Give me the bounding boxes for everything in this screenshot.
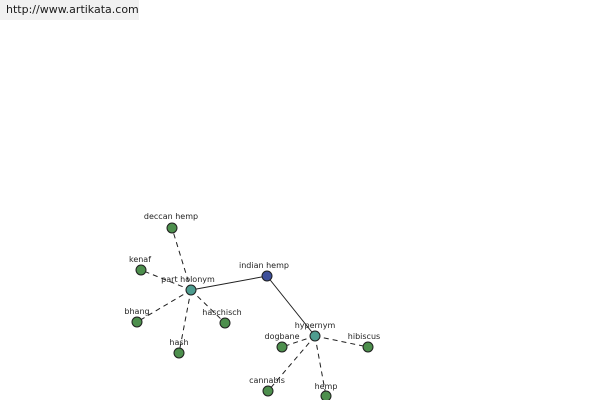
node-label-deccan-hemp[interactable]: deccan hemp (144, 212, 198, 221)
node-indian-hemp[interactable] (261, 270, 273, 282)
node-hash[interactable] (173, 347, 185, 359)
graph-labels: indian hemp part holonym hypernym deccan he… (124, 212, 380, 391)
edge-part-holonym-bhang (136, 289, 192, 323)
node-dogbane[interactable] (276, 341, 288, 353)
graph-edges (136, 227, 369, 397)
edge-part-holonym-deccan-hemp (171, 227, 192, 291)
node-label-hibiscus[interactable]: hibiscus (348, 332, 380, 341)
edge-part-holonym-hash (178, 289, 192, 354)
node-label-dogbane[interactable]: dogbane (264, 332, 299, 341)
source-url[interactable]: http://www.artikata.com (0, 0, 139, 20)
node-label-bhang[interactable]: bhang (124, 307, 149, 316)
node-hibiscus[interactable] (362, 341, 374, 353)
node-label-hemp[interactable]: hemp (315, 382, 338, 391)
edge-hypernym-cannabis (267, 335, 316, 392)
node-hypernym[interactable] (309, 330, 321, 342)
node-bhang[interactable] (131, 316, 143, 328)
edge-indian-hemp-hypernym (266, 275, 316, 337)
node-part-holonym[interactable] (185, 284, 197, 296)
node-label-part-holonym[interactable]: part holonym (161, 275, 215, 284)
node-label-indian-hemp[interactable]: indian hemp (239, 261, 289, 270)
edge-part-holonym-haschisch (190, 289, 226, 324)
node-kenaf[interactable] (135, 264, 147, 276)
node-label-hash[interactable]: hash (169, 338, 188, 347)
node-label-cannabis[interactable]: cannabis (249, 376, 285, 385)
node-label-haschisch[interactable]: haschisch (202, 308, 241, 317)
node-haschisch[interactable] (219, 317, 231, 329)
node-label-hypernym[interactable]: hypernym (295, 321, 336, 330)
node-cannabis[interactable] (262, 385, 274, 397)
node-deccan-hemp[interactable] (166, 222, 178, 234)
edge-hypernym-hemp (314, 335, 327, 397)
edge-indian-hemp-part-holonym (190, 275, 268, 291)
node-hemp[interactable] (320, 390, 332, 400)
node-label-kenaf[interactable]: kenaf (129, 255, 151, 264)
edge-hypernym-hibiscus (314, 335, 369, 348)
edge-hypernym-dogbane (281, 335, 316, 348)
graph-nodes (131, 222, 374, 400)
